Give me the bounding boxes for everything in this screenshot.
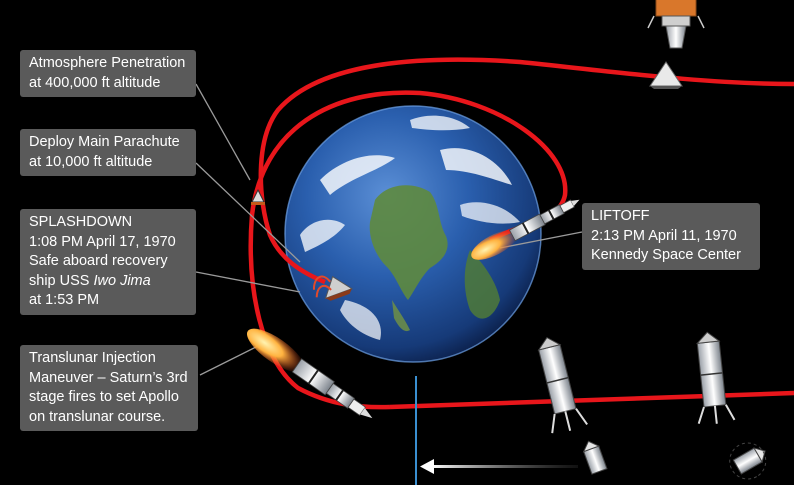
callout-line: SPLASHDOWN	[29, 214, 133, 230]
callout-line: Atmosphere Penetration	[29, 55, 186, 71]
leader-lines	[195, 83, 583, 376]
reentry-capsule-icon	[251, 188, 265, 205]
callout-line: on translunar course.	[29, 408, 166, 425]
callout-line: LIFTOFF	[591, 208, 650, 224]
saturn-v-liftoff-icon	[471, 199, 580, 260]
callout-line: stage fires to set Apollo	[29, 389, 179, 405]
return-trajectory	[258, 57, 794, 285]
ship-prefix: ship USS	[29, 272, 94, 289]
s-ivb-stage-icon	[537, 336, 588, 434]
callout-line: at 400,000 ft altitude	[29, 74, 161, 91]
ship-name: Iwo Jima	[93, 272, 151, 289]
callout-line: 1:08 PM April 17, 1970	[29, 233, 176, 250]
parachute-capsule-icon	[312, 275, 354, 301]
callout-splashdown: SPLASHDOWN 1:08 PM April 17, 1970 Safe a…	[20, 209, 196, 315]
csm-spacecraft-icon	[582, 440, 608, 475]
lunar-module-icon	[647, 0, 705, 49]
callout-translunar-injection: Translunar Injection Maneuver – Saturn’s…	[20, 345, 198, 431]
saturn-third-stage-icon	[246, 328, 373, 419]
s-ivb-stage-icon	[696, 331, 736, 424]
callout-line: ship USS Iwo Jima	[29, 272, 187, 292]
command-module-icon	[649, 61, 683, 89]
callout-main-parachute: Deploy Main Parachute at 10,000 ft altit…	[20, 129, 196, 176]
callout-line: at 10,000 ft altitude	[29, 153, 153, 170]
callout-line: Kennedy Space Center	[591, 247, 741, 263]
callout-line: Deploy Main Parachute	[29, 134, 180, 150]
callout-atmosphere-penetration: Atmosphere Penetration at 400,000 ft alt…	[20, 50, 196, 97]
callout-line: 2:13 PM April 11, 1970	[591, 227, 737, 244]
callout-line: at 1:53 PM	[29, 292, 100, 308]
direction-arrow-icon	[420, 459, 578, 474]
csm-spacecraft-icon	[729, 442, 767, 480]
callout-line: Translunar Injection	[29, 350, 156, 366]
earth-globe-icon	[284, 105, 542, 363]
parking-orbit-trajectory	[248, 90, 568, 410]
callout-line: Safe aboard recovery	[29, 253, 168, 269]
callout-liftoff: LIFTOFF 2:13 PM April 11, 1970 Kennedy S…	[582, 203, 760, 270]
translunar-trajectory	[389, 390, 794, 410]
callout-line: Maneuver – Saturn’s 3rd	[29, 369, 188, 386]
